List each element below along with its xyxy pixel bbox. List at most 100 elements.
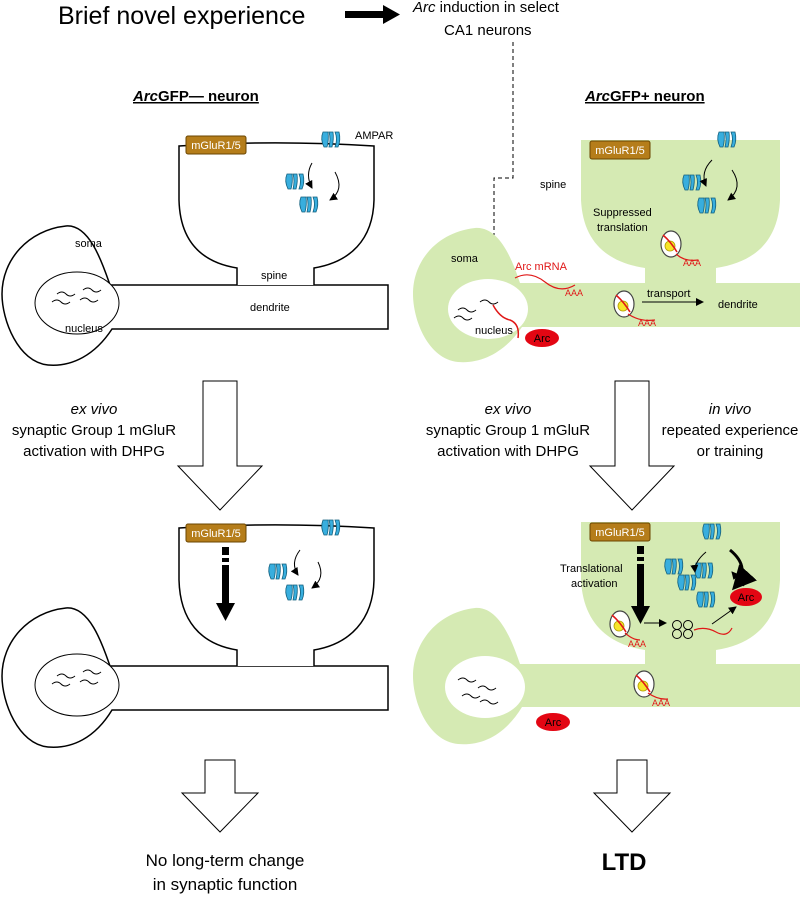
- left-bottom-receptor-label: mGluR1/5: [191, 528, 241, 540]
- right-bottom-receptor-label: mGluR1/5: [595, 527, 645, 539]
- right-invivo-line2: repeated experience: [662, 422, 799, 439]
- right-top-nucleus: [448, 279, 528, 339]
- left-top-dendrite-label: dendrite: [250, 302, 290, 314]
- left-top-soma-label: soma: [75, 238, 103, 250]
- left-top-nucleus-label: nucleus: [65, 323, 103, 335]
- left-bottom-recycle-arrow-1: [290, 549, 301, 576]
- right-top-ampar-surface-icon: [717, 131, 737, 148]
- right-outcome-arrow: [592, 759, 672, 833]
- right-top-ribosome-dendrite-icon: [613, 290, 635, 318]
- right-top-ribosome-spine-icon: [660, 230, 682, 258]
- right-top-cyto-mrna: [514, 274, 576, 290]
- induction-label-line2: CA1 neurons: [444, 22, 532, 39]
- right-top-nucleus-label: nucleus: [475, 325, 513, 337]
- right-bottom-recycle-arrow-thin: [690, 551, 707, 573]
- right-bottom-signal-arrow: [631, 546, 650, 624]
- right-exvivo-line1: ex vivo: [485, 401, 532, 418]
- right-exvivo-line3: activation with DHPG: [437, 443, 579, 460]
- left-outcome-line1: No long-term change: [146, 851, 305, 870]
- left-top-neuron-outline: [1, 225, 389, 366]
- left-bottom-spine: [178, 524, 375, 666]
- left-treatment-line1: ex vivo: [71, 401, 118, 418]
- header-arrow: [345, 5, 400, 24]
- right-top-suppressed-line1: Suppressed: [593, 207, 652, 219]
- right-top-aaa-cyto: AAA: [565, 288, 583, 298]
- right-outcome-ltd: LTD: [602, 849, 647, 876]
- left-top-ampar-internal-2-icon: [299, 196, 319, 213]
- right-top-recycle-arrow-1: [699, 159, 713, 187]
- right-bottom-ampar-surface-icon: [702, 523, 722, 540]
- right-top-ampar-internal-1-icon: [682, 174, 702, 191]
- left-outcome-arrow: [180, 759, 260, 833]
- right-bottom-arc-to-ampar-arrow: [731, 571, 745, 587]
- left-bottom-ampar-internal-1-icon: [268, 563, 288, 580]
- right-top-arc-mrna-label: Arc mRNA: [515, 261, 568, 273]
- left-top-spine: [178, 142, 375, 285]
- right-top-spine: [581, 140, 780, 286]
- right-panel-title: ArcGFP+ neuron: [584, 88, 705, 105]
- right-top-arc-protein-label: Arc: [534, 333, 551, 345]
- left-bottom-recycle-arrow-2: [311, 561, 322, 589]
- right-bottom-ampar-internal-3-icon: [694, 562, 714, 579]
- right-top-ampar-internal-2-icon: [697, 197, 717, 214]
- left-bottom-dna: [51, 669, 102, 687]
- induction-label-line1: Arc induction in select: [412, 0, 560, 16]
- right-invivo-line1: in vivo: [709, 401, 752, 418]
- right-top-dendrite-label: dendrite: [718, 299, 758, 311]
- left-treatment-line2: synaptic Group 1 mGluR: [12, 422, 176, 439]
- right-invivo-line3: or training: [697, 443, 764, 460]
- left-top-ampar-surface-icon: [321, 131, 341, 148]
- right-top-receptor: [589, 140, 651, 160]
- left-top-recycle-arrow-2: [329, 171, 340, 201]
- left-top-ampar-internal-1-icon: [285, 173, 305, 190]
- right-bottom-ampar-internal-2-icon: [677, 574, 697, 591]
- right-top-spine-label: spine: [540, 179, 566, 191]
- left-bottom-ampar-internal-2-icon: [285, 584, 305, 601]
- header-title: Brief novel experience: [58, 2, 305, 30]
- right-bottom-translational-line1: Translational: [560, 563, 623, 575]
- right-bottom-arc-protein-spine: [730, 588, 762, 606]
- left-bottom-ampar-surface-icon: [321, 519, 341, 536]
- right-top-soma-label: soma: [451, 253, 479, 265]
- right-bottom-ribosome-spine-icon: [609, 610, 631, 638]
- right-top-suppressed-line2: translation: [597, 222, 648, 234]
- right-top-dna: [453, 299, 499, 321]
- right-top-transport-label: transport: [647, 288, 690, 300]
- right-top-recycle-arrow-2: [727, 169, 738, 201]
- right-top-arc-protein: [525, 329, 559, 347]
- left-bottom-neuron-outline: [1, 607, 389, 748]
- right-bottom-polysome-icon: [672, 620, 693, 639]
- left-bottom-receptor: [185, 523, 247, 543]
- right-bottom-ribosome-dendrite-icon: [633, 670, 655, 698]
- right-bottom-receptor: [589, 522, 651, 542]
- left-bottom-nucleus: [34, 653, 120, 717]
- left-top-ampar-label: AMPAR: [355, 130, 393, 142]
- right-top-nuclear-mrna: [492, 304, 520, 339]
- left-top-dna: [51, 287, 102, 305]
- right-treatment-arrow: [588, 380, 676, 511]
- right-bottom-aaa-spine: AAA: [628, 639, 646, 649]
- right-bottom-recycle-arrow-bold: [729, 548, 757, 591]
- right-top-receptor-label: mGluR1/5: [595, 145, 645, 157]
- right-bottom-polysome-mrna: [693, 627, 733, 635]
- right-bottom-ampar-internal-1-icon: [664, 558, 684, 575]
- left-top-receptor-label: mGluR1/5: [191, 140, 241, 152]
- left-top-nucleus: [34, 271, 120, 335]
- left-outcome-line2: in synaptic function: [153, 875, 298, 894]
- left-bottom-signal-arrow: [216, 547, 235, 621]
- right-bottom-aaa-dendrite: AAA: [652, 698, 670, 708]
- right-bottom-arc-protein-spine-label: Arc: [738, 592, 755, 604]
- right-bottom-dna: [457, 677, 499, 705]
- right-top-aaa-spine: AAA: [683, 258, 701, 268]
- left-treatment-arrow: [176, 380, 264, 511]
- left-panel-title: ArcGFP— neuron: [132, 88, 259, 105]
- right-bottom-translational-line2: activation: [571, 578, 617, 590]
- right-bottom-ampar-internal-4-icon: [696, 591, 716, 608]
- right-exvivo-line2: synaptic Group 1 mGluR: [426, 422, 590, 439]
- left-top-recycle-arrow-1: [305, 162, 313, 189]
- right-bottom-arc-protein-soma: [536, 713, 570, 731]
- right-bottom-arc-protein-soma-label: Arc: [545, 717, 562, 729]
- left-treatment-line3: activation with DHPG: [23, 443, 165, 460]
- right-top-aaa-dendrite: AAA: [638, 318, 656, 328]
